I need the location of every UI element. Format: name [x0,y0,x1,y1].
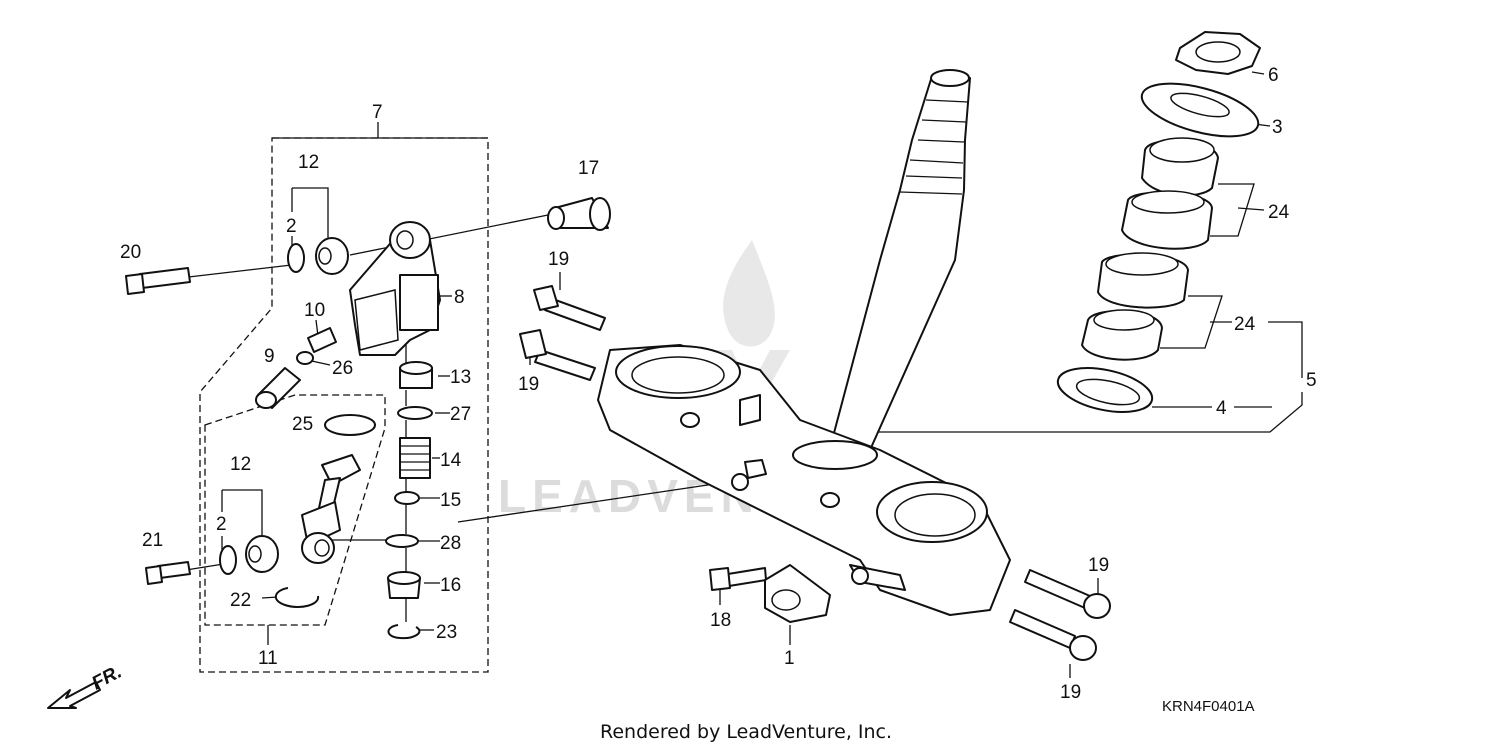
callout-19c: 19 [1088,555,1109,576]
callout-12b: 12 [230,454,251,475]
bearing-24b-icon[interactable] [1081,252,1189,361]
callout-12a: 12 [298,152,319,173]
circlip-2b-icon[interactable] [219,545,237,575]
callout-27: 27 [450,404,471,425]
callout-19d: 19 [1060,682,1081,703]
callout-2a: 2 [286,216,297,237]
washer-15-icon[interactable] [394,491,420,505]
callout-9: 9 [264,346,275,367]
callout-19b: 19 [518,374,539,395]
callout-17: 17 [578,158,599,179]
bolt-21-icon[interactable] [145,561,191,585]
spring-14-icon[interactable] [399,437,431,479]
bushing-12-icon[interactable] [315,237,349,275]
callout-8: 8 [454,287,465,308]
callout-16: 16 [440,575,461,596]
callout-4: 4 [1216,398,1227,419]
clamp-1-icon[interactable] [764,564,831,623]
valve-10-icon[interactable] [307,327,337,353]
damper-body-8-icon[interactable] [349,221,441,356]
callout-7: 7 [372,102,383,123]
washer-3-icon[interactable] [1136,73,1263,147]
o-ring-25-icon[interactable] [324,414,376,436]
callout-26: 26 [332,358,353,379]
callout-2b: 2 [216,514,227,535]
callout-24a: 24 [1268,202,1290,223]
bolt-20-icon[interactable] [125,267,191,295]
callout-21: 21 [142,530,163,551]
assembly-11-outline [204,394,386,626]
circlip-2-icon[interactable] [287,243,305,273]
callout-13: 13 [450,367,471,388]
callout-labels: 7 12 2 20 17 8 10 9 26 13 25 27 14 15 12… [120,65,1317,703]
callout-11: 11 [258,648,278,669]
steering-stem-icon[interactable] [829,69,971,451]
footer-credit: Rendered by LeadVenture, Inc. [600,721,892,743]
bolt-19b-icon[interactable] [519,329,596,381]
callout-20: 20 [120,242,141,263]
callout-28: 28 [440,533,461,554]
callout-1: 1 [784,648,795,669]
circlip-23-icon[interactable] [387,624,421,640]
diagram-code: KRN4F0401A [1162,698,1255,715]
bolt-19c-icon[interactable] [1024,569,1111,619]
dust-seal-4-icon[interactable] [1054,360,1156,419]
callout-19a: 19 [548,249,569,270]
callout-22: 22 [230,590,251,611]
front-arrow: FR. [47,662,125,709]
callout-6: 6 [1268,65,1279,86]
callout-15: 15 [440,490,461,511]
callout-14: 14 [440,450,462,471]
callout-24b: 24 [1234,314,1256,335]
cushion-17-icon[interactable] [547,197,611,231]
lock-nut-6-icon[interactable] [1175,31,1261,75]
circlip-22-icon[interactable] [274,587,320,608]
o-ring-26-icon[interactable] [296,351,314,365]
collar-13-icon[interactable] [399,361,433,389]
bottom-bridge-1-icon[interactable] [597,344,1011,616]
callout-5: 5 [1306,370,1317,391]
bushing-12b-icon[interactable] [245,535,279,573]
bolt-18-icon[interactable] [709,567,767,591]
callout-25: 25 [292,414,313,435]
callout-23: 23 [436,622,457,643]
callout-3: 3 [1272,117,1283,138]
callout-18: 18 [710,610,731,631]
bolt-19a-icon[interactable] [533,285,606,331]
piston-rod-icon[interactable] [301,454,361,564]
adjuster-9-icon[interactable] [255,367,301,409]
bolt-19d-icon[interactable] [1009,609,1097,661]
cap-16-icon[interactable] [387,571,421,599]
washer-28-icon[interactable] [385,534,419,548]
washer-27-icon[interactable] [397,406,433,420]
bearing-24a-icon[interactable] [1121,137,1219,250]
callout-10: 10 [304,300,325,321]
